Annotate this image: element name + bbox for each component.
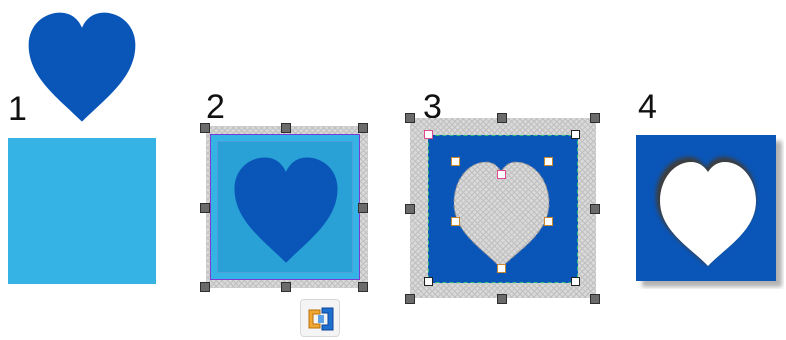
resize-handle-top-left[interactable] — [405, 113, 415, 123]
resize-handle-bottom[interactable] — [281, 282, 291, 292]
resize-handle-bottom-right[interactable] — [590, 294, 600, 304]
resize-handle-left[interactable] — [200, 203, 210, 213]
resize-handle-right[interactable] — [358, 203, 368, 213]
combine-shapes-button[interactable] — [300, 299, 340, 337]
edit-point[interactable] — [451, 157, 460, 166]
edit-point[interactable] — [497, 264, 506, 273]
edit-point[interactable] — [571, 277, 580, 286]
heart-icon — [229, 153, 343, 265]
edit-point[interactable] — [571, 130, 580, 139]
edit-point[interactable] — [544, 217, 553, 226]
edit-point[interactable] — [451, 217, 460, 226]
edit-point[interactable] — [497, 170, 506, 179]
edit-point[interactable] — [424, 130, 433, 139]
edit-point[interactable] — [544, 157, 553, 166]
resize-handle-left[interactable] — [405, 204, 415, 214]
resize-handle-bottom-left[interactable] — [405, 294, 415, 304]
step-number-4: 4 — [638, 90, 657, 124]
edit-point[interactable] — [424, 277, 433, 286]
light-blue-square[interactable] — [8, 138, 156, 284]
heart-shape[interactable] — [24, 8, 140, 124]
resize-handle-top[interactable] — [281, 123, 291, 133]
resize-handle-top-right[interactable] — [590, 113, 600, 123]
step-number-2: 2 — [206, 90, 225, 124]
resize-handle-top-right[interactable] — [358, 123, 368, 133]
resize-handle-bottom[interactable] — [497, 294, 507, 304]
overlapping-shapes[interactable] — [210, 134, 360, 280]
heart-cutout-result[interactable] — [636, 135, 784, 289]
combine-shapes-icon — [306, 304, 336, 334]
step-number-1: 1 — [8, 92, 27, 126]
resize-handle-right[interactable] — [590, 204, 600, 214]
resize-handle-top[interactable] — [497, 113, 507, 123]
resize-handle-bottom-left[interactable] — [200, 282, 210, 292]
resize-handle-bottom-right[interactable] — [358, 282, 368, 292]
resize-handle-top-left[interactable] — [200, 123, 210, 133]
